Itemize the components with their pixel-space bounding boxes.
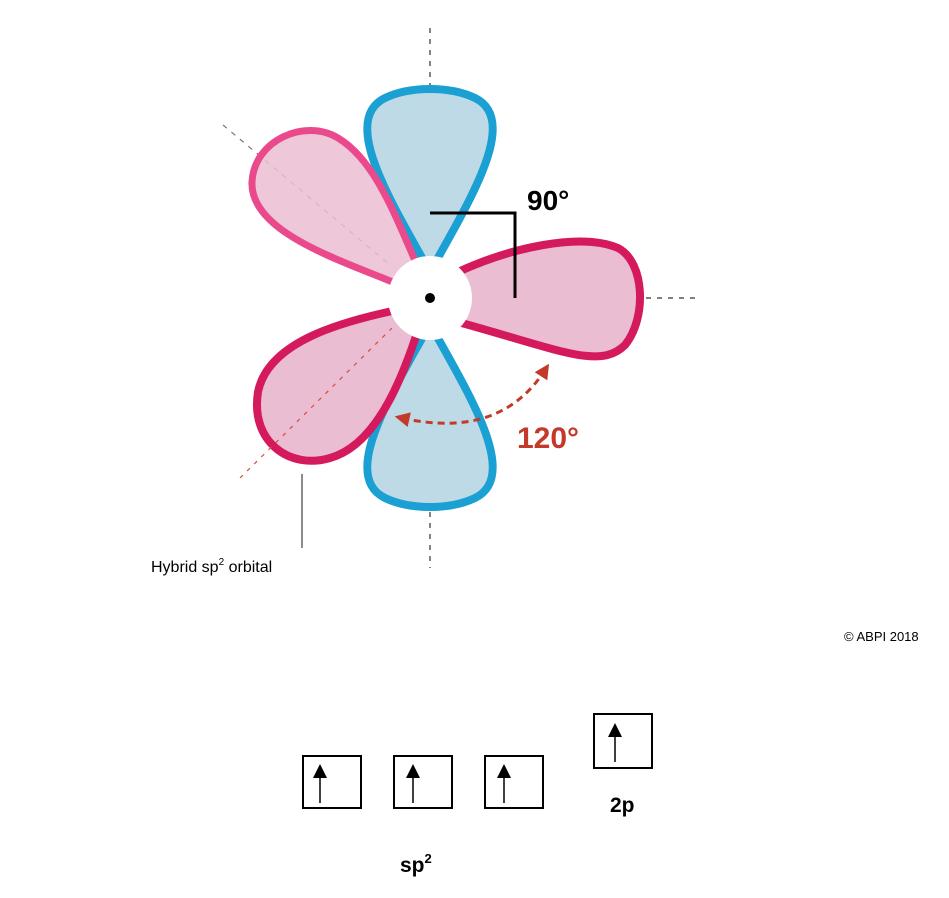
- copyright-notice: © ABPI 2018: [844, 629, 919, 644]
- p-subshell-label: 2p: [610, 794, 635, 817]
- up-arrow-head-icon: [406, 764, 420, 778]
- p-orbital-upper-lobe: [363, 85, 497, 276]
- angle-120-label: 120°: [517, 422, 579, 455]
- sp2-orbital-upper-left: [248, 127, 424, 287]
- sp2-subshell-label: sp2: [400, 851, 432, 877]
- p-electron-box: [593, 713, 653, 769]
- sp2-orbitals: [239, 127, 644, 479]
- sp2-box-1: [302, 755, 362, 809]
- hybrid-orbital-caption: Hybrid sp2 orbital: [151, 557, 272, 576]
- sp2-orbital-right: [454, 237, 644, 361]
- sp2-box-3: [484, 755, 544, 809]
- up-arrow-head-icon: [497, 764, 511, 778]
- right-angle-marker: [430, 211, 517, 298]
- nucleus-dot: [425, 293, 435, 303]
- sp2-orbital-lower-left: [252, 306, 422, 465]
- sp2-electron-boxes: [302, 755, 544, 809]
- angle-90-label: 90°: [527, 185, 569, 216]
- upper-left-axis: [222, 124, 391, 266]
- angle-120-arc: [394, 363, 550, 427]
- up-arrow-head-icon: [313, 764, 327, 778]
- sp2-box-2: [393, 755, 453, 809]
- up-arrow-head-icon: [608, 723, 622, 737]
